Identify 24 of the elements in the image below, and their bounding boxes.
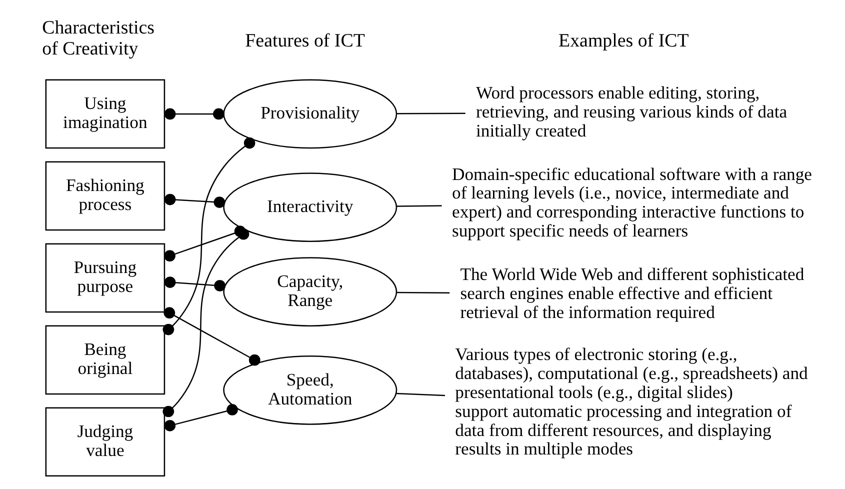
connector [396,392,444,396]
node-box: Fashioning process [44,161,165,231]
connector [396,205,442,207]
node-box: Using imagination [44,79,165,149]
label: Examples of ICT [558,30,688,52]
connector [396,112,465,114]
label: Characteristics of Creativity [42,17,154,60]
node-ellipse: Capacity, Range [222,257,397,326]
connector [163,307,260,366]
connector [162,137,255,336]
connector [164,276,225,292]
node-text: The World Wide Web and different sophisticated search engines enable effective and efficient retrieval of the information required [460,264,804,322]
node-text: Domain-specific educational software with a range of learning levels (i.e., novice, intermediate and expert) and corresponding interactive functions to support specific needs of learners [452,164,812,241]
node-text: Various types of electronic storing (e.g., databases), computational (e.g., spreadsheets) and presentational tools (e.g., digital slides) support automatic processing and integration of data from different resources, and displaying results in multiple modes [454,344,808,459]
node-box: Judging value [44,407,165,477]
connector [164,404,238,432]
label: Features of ICT [244,30,364,52]
connector [164,194,225,208]
node-text: Word processors enable editing, storing, retrieving, and reusing various kinds of data initially created [475,82,787,140]
node-box: Pursuing purpose [44,243,165,313]
connector [396,292,450,294]
connector [164,108,224,120]
node-box: Being original [44,325,165,395]
connector [162,228,249,418]
